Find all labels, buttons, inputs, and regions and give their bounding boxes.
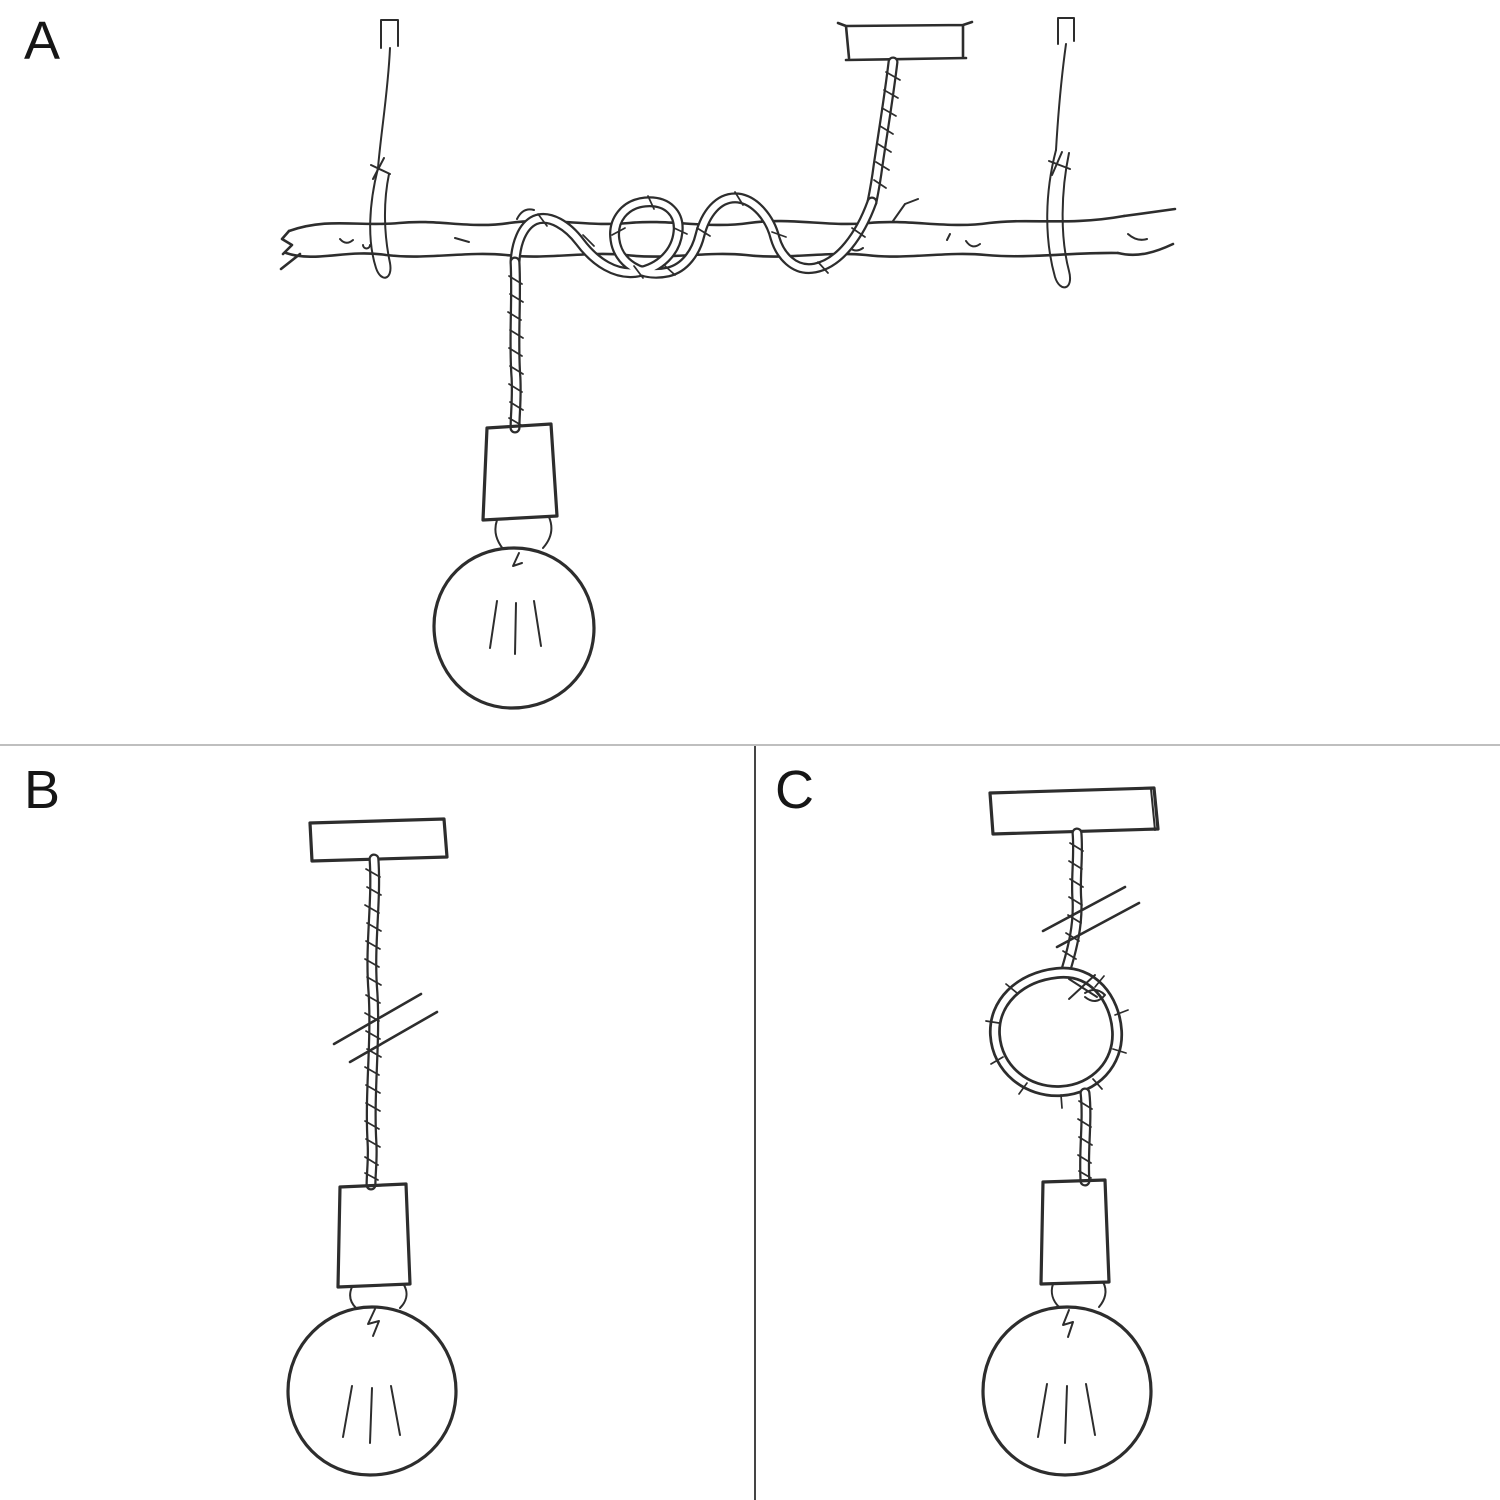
bulb-glass [432,546,596,710]
holder-neck [1050,1281,1107,1308]
suspension-cord-left [370,47,391,180]
knot-cross [1068,974,1106,1002]
rose-edge-accent [1150,788,1156,831]
cord-line [1055,43,1067,151]
vertical-divider [754,746,756,1500]
rope-twist-marks [1077,1100,1093,1179]
panel-c-illustration [981,786,1160,1477]
panel-a-illustration [279,17,1177,710]
rope-wrap [509,191,878,279]
bracket-shape [836,20,974,62]
panel-b-label: B [24,760,62,820]
panel-a-label: A [24,11,62,71]
rope-twist-marks [364,868,382,1181]
suspension-cord-right [1048,43,1071,176]
holder-body [336,1182,412,1289]
bulb-tip-mark [1062,1309,1074,1338]
horizontal-divider [0,744,1500,746]
panel-a: A [0,0,1500,745]
rope-twist-marks [1062,842,1084,960]
rose-body [308,817,449,863]
rope-twist-marks [873,71,901,189]
ceiling-hook-left [380,19,399,49]
cord-line [377,47,391,169]
ceiling-hook-right [1057,17,1075,45]
length-break-mark [332,992,439,1064]
lamp-holder [1039,1178,1111,1308]
bulb-tip-mark [512,552,523,567]
holder-body [1039,1178,1111,1286]
rose-body [988,786,1160,836]
length-break-mark [1041,885,1141,949]
rope-twist-marks [507,275,524,426]
panel-b: B [0,745,755,1500]
lamp-holder [481,422,559,550]
ceiling-rose [308,817,449,863]
rope-cord-ceiling [866,56,901,208]
panel-c-label: C [775,760,815,820]
hook-shape [1057,17,1075,45]
rope-knot [985,966,1129,1109]
bulb-glass [981,1305,1153,1477]
suspension-loop-left [369,167,392,279]
rope-twist-marks [537,191,866,279]
tree-branch [279,198,1177,271]
rope-cord-lower [1077,1087,1093,1187]
bulb-filament [1037,1383,1096,1444]
light-bulb [432,546,596,710]
holder-neck [494,516,553,550]
suspension-loop-right [1046,149,1072,289]
ceiling-bracket-center [836,20,974,62]
rope-cord-drop [507,256,524,434]
bulb-tip-mark [367,1308,380,1337]
branch-ends [279,207,1177,271]
break-slashes [332,992,439,1064]
cord-loop [1046,149,1072,289]
branch-bottom-edge [284,251,1120,259]
panel-c: C [755,745,1500,1500]
bulb-filament [342,1385,401,1444]
cord-knot [370,157,391,180]
break-slashes [1041,885,1141,949]
bulb-filament [489,600,542,655]
ceiling-rose [988,786,1160,836]
bulb-glass [286,1305,458,1477]
holder-neck [349,1284,408,1309]
light-bulb [286,1305,458,1477]
rope-cord-upper [1059,827,1084,979]
panel-b-illustration [286,817,458,1477]
light-bulb [981,1305,1153,1477]
hook-shape [380,19,399,49]
knot-texture-marks [985,975,1129,1109]
holder-body [481,422,559,522]
rope-cord [364,853,382,1191]
cord-loop [369,167,392,279]
lamp-holder [336,1182,412,1309]
